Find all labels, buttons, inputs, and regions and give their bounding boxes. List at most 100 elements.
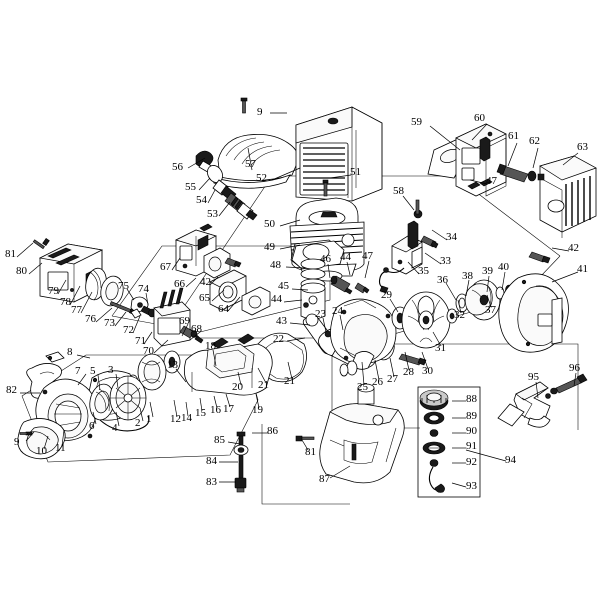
callout-number-49: 49	[264, 241, 275, 253]
fueltank-outline	[261, 424, 350, 505]
callout-number-2: 2	[135, 417, 141, 429]
callout-number-56: 56	[172, 161, 183, 173]
callout-number-81: 81	[305, 446, 316, 458]
starter-rope-4	[99, 415, 150, 432]
callout-number-67: 67	[160, 261, 171, 273]
leader-line	[198, 177, 211, 191]
callout-number-22: 22	[273, 333, 284, 345]
leader-line	[153, 339, 169, 354]
screw-30-28	[398, 353, 427, 366]
callout-number-87: 87	[319, 473, 330, 485]
carb-group-outline	[111, 245, 330, 317]
callout-number-55: 55	[185, 181, 196, 193]
leader-line	[57, 279, 67, 295]
callout-number-40: 40	[498, 261, 509, 273]
leader-line	[115, 411, 120, 427]
leader-line	[471, 123, 488, 141]
fuel-cap-88	[419, 389, 449, 411]
leader-line	[573, 372, 577, 387]
callout-number-11: 11	[55, 442, 66, 454]
leader-line	[187, 157, 206, 169]
callout-number-43: 43	[276, 315, 287, 327]
bearing-18	[163, 350, 181, 374]
leader-line	[286, 337, 306, 342]
screw-51	[322, 179, 329, 197]
leader-line	[532, 147, 539, 169]
callout-number-45: 45	[278, 280, 289, 292]
callout-number-48: 48	[270, 259, 281, 271]
starter-pulley-3	[109, 375, 147, 421]
callout-number-6: 6	[89, 420, 95, 432]
choke-lever-72-75	[130, 296, 156, 319]
air-filter-base-71	[153, 287, 191, 347]
leader-line	[213, 395, 218, 409]
callout-number-5: 5	[90, 365, 96, 377]
grommet-85	[233, 444, 249, 456]
muffler-60	[455, 123, 507, 197]
callout-number-7: 7	[75, 365, 81, 377]
leader-line	[279, 244, 301, 250]
callout-number-62: 62	[529, 135, 540, 147]
leader-line	[291, 288, 309, 291]
leader-line	[227, 296, 241, 312]
callout-number-76: 76	[85, 313, 96, 325]
callout-number-25: 25	[357, 381, 368, 393]
callout-number-23: 23	[315, 308, 326, 320]
leader-line	[486, 275, 490, 293]
fan-housing-41	[498, 273, 569, 353]
leader-line	[271, 167, 301, 181]
leader-line	[562, 152, 579, 166]
leader-line	[77, 373, 87, 386]
callout-number-50: 50	[264, 218, 275, 230]
callout-number-77: 77	[71, 304, 82, 316]
callout-number-39: 39	[482, 265, 493, 277]
leader-line	[255, 393, 260, 409]
leader-line	[76, 354, 91, 359]
callout-number-94: 94	[505, 454, 516, 466]
leader-line	[199, 397, 203, 412]
callout-number-57: 57	[245, 158, 256, 170]
callout-number-32: 32	[454, 309, 465, 321]
leader-line	[486, 294, 492, 308]
leader-line	[227, 441, 241, 445]
leader-line	[126, 288, 135, 301]
callout-number-16: 16	[210, 404, 221, 416]
leader-line	[327, 263, 331, 279]
callout-number-81: 81	[5, 248, 16, 260]
leader-line	[389, 298, 399, 313]
leader-line	[209, 276, 219, 286]
cylinder-shroud-52	[295, 106, 383, 202]
leader-line	[181, 323, 189, 337]
leader-line	[402, 195, 415, 211]
callout-number-79: 79	[48, 285, 59, 297]
leader-line	[43, 435, 49, 450]
callout-number-26: 26	[372, 376, 383, 388]
leader-line	[374, 359, 380, 381]
leader-line	[322, 317, 327, 333]
air-filter-ring-77	[100, 275, 124, 307]
handle-bracket-95	[497, 381, 551, 428]
tether-93	[428, 466, 445, 493]
leader-line	[289, 322, 311, 326]
leader-line	[535, 381, 539, 399]
callout-number-53: 53	[207, 208, 218, 220]
callout-number-47: 47	[486, 175, 497, 187]
callout-number-58: 58	[393, 185, 404, 197]
callout-number-54: 54	[196, 194, 207, 206]
callout-number-30: 30	[422, 365, 433, 377]
callout-number-18: 18	[205, 340, 216, 352]
pulley-17	[137, 353, 167, 391]
callout-number-89: 89	[466, 410, 477, 422]
callout-number-65: 65	[199, 292, 210, 304]
callout-number-1: 1	[146, 413, 152, 425]
bolt-47	[354, 282, 370, 294]
callout-number-90: 90	[466, 425, 477, 437]
leader-lines	[16, 112, 579, 488]
leader-line	[61, 429, 65, 447]
callout-number-8: 8	[67, 346, 73, 358]
leader-line	[175, 368, 187, 383]
spark-plug-assembly	[195, 150, 258, 221]
callout-number-36: 36	[437, 274, 448, 286]
callout-number-15: 15	[195, 407, 206, 419]
leader-line	[285, 266, 306, 269]
